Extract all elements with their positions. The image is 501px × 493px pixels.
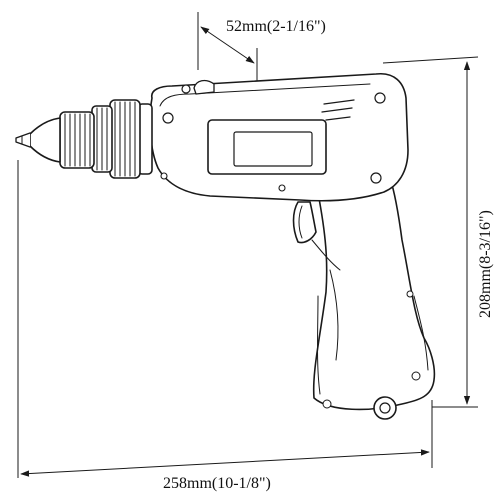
height-extension-top [382,56,479,64]
dimension-length [17,160,433,478]
handle-icon [312,177,436,420]
length-dimension-line [20,449,430,477]
trigger-icon [292,201,341,271]
width-label: 52mm(2-1/16") [226,18,326,35]
drill-body-icon [149,73,409,202]
dimension-height [382,56,479,408]
drill-chuck-icon [15,99,153,179]
width-dimension-line [200,26,255,64]
height-label: 208mm(8-3/16") [477,210,494,318]
length-label: 258mm(10-1/8") [163,475,271,492]
